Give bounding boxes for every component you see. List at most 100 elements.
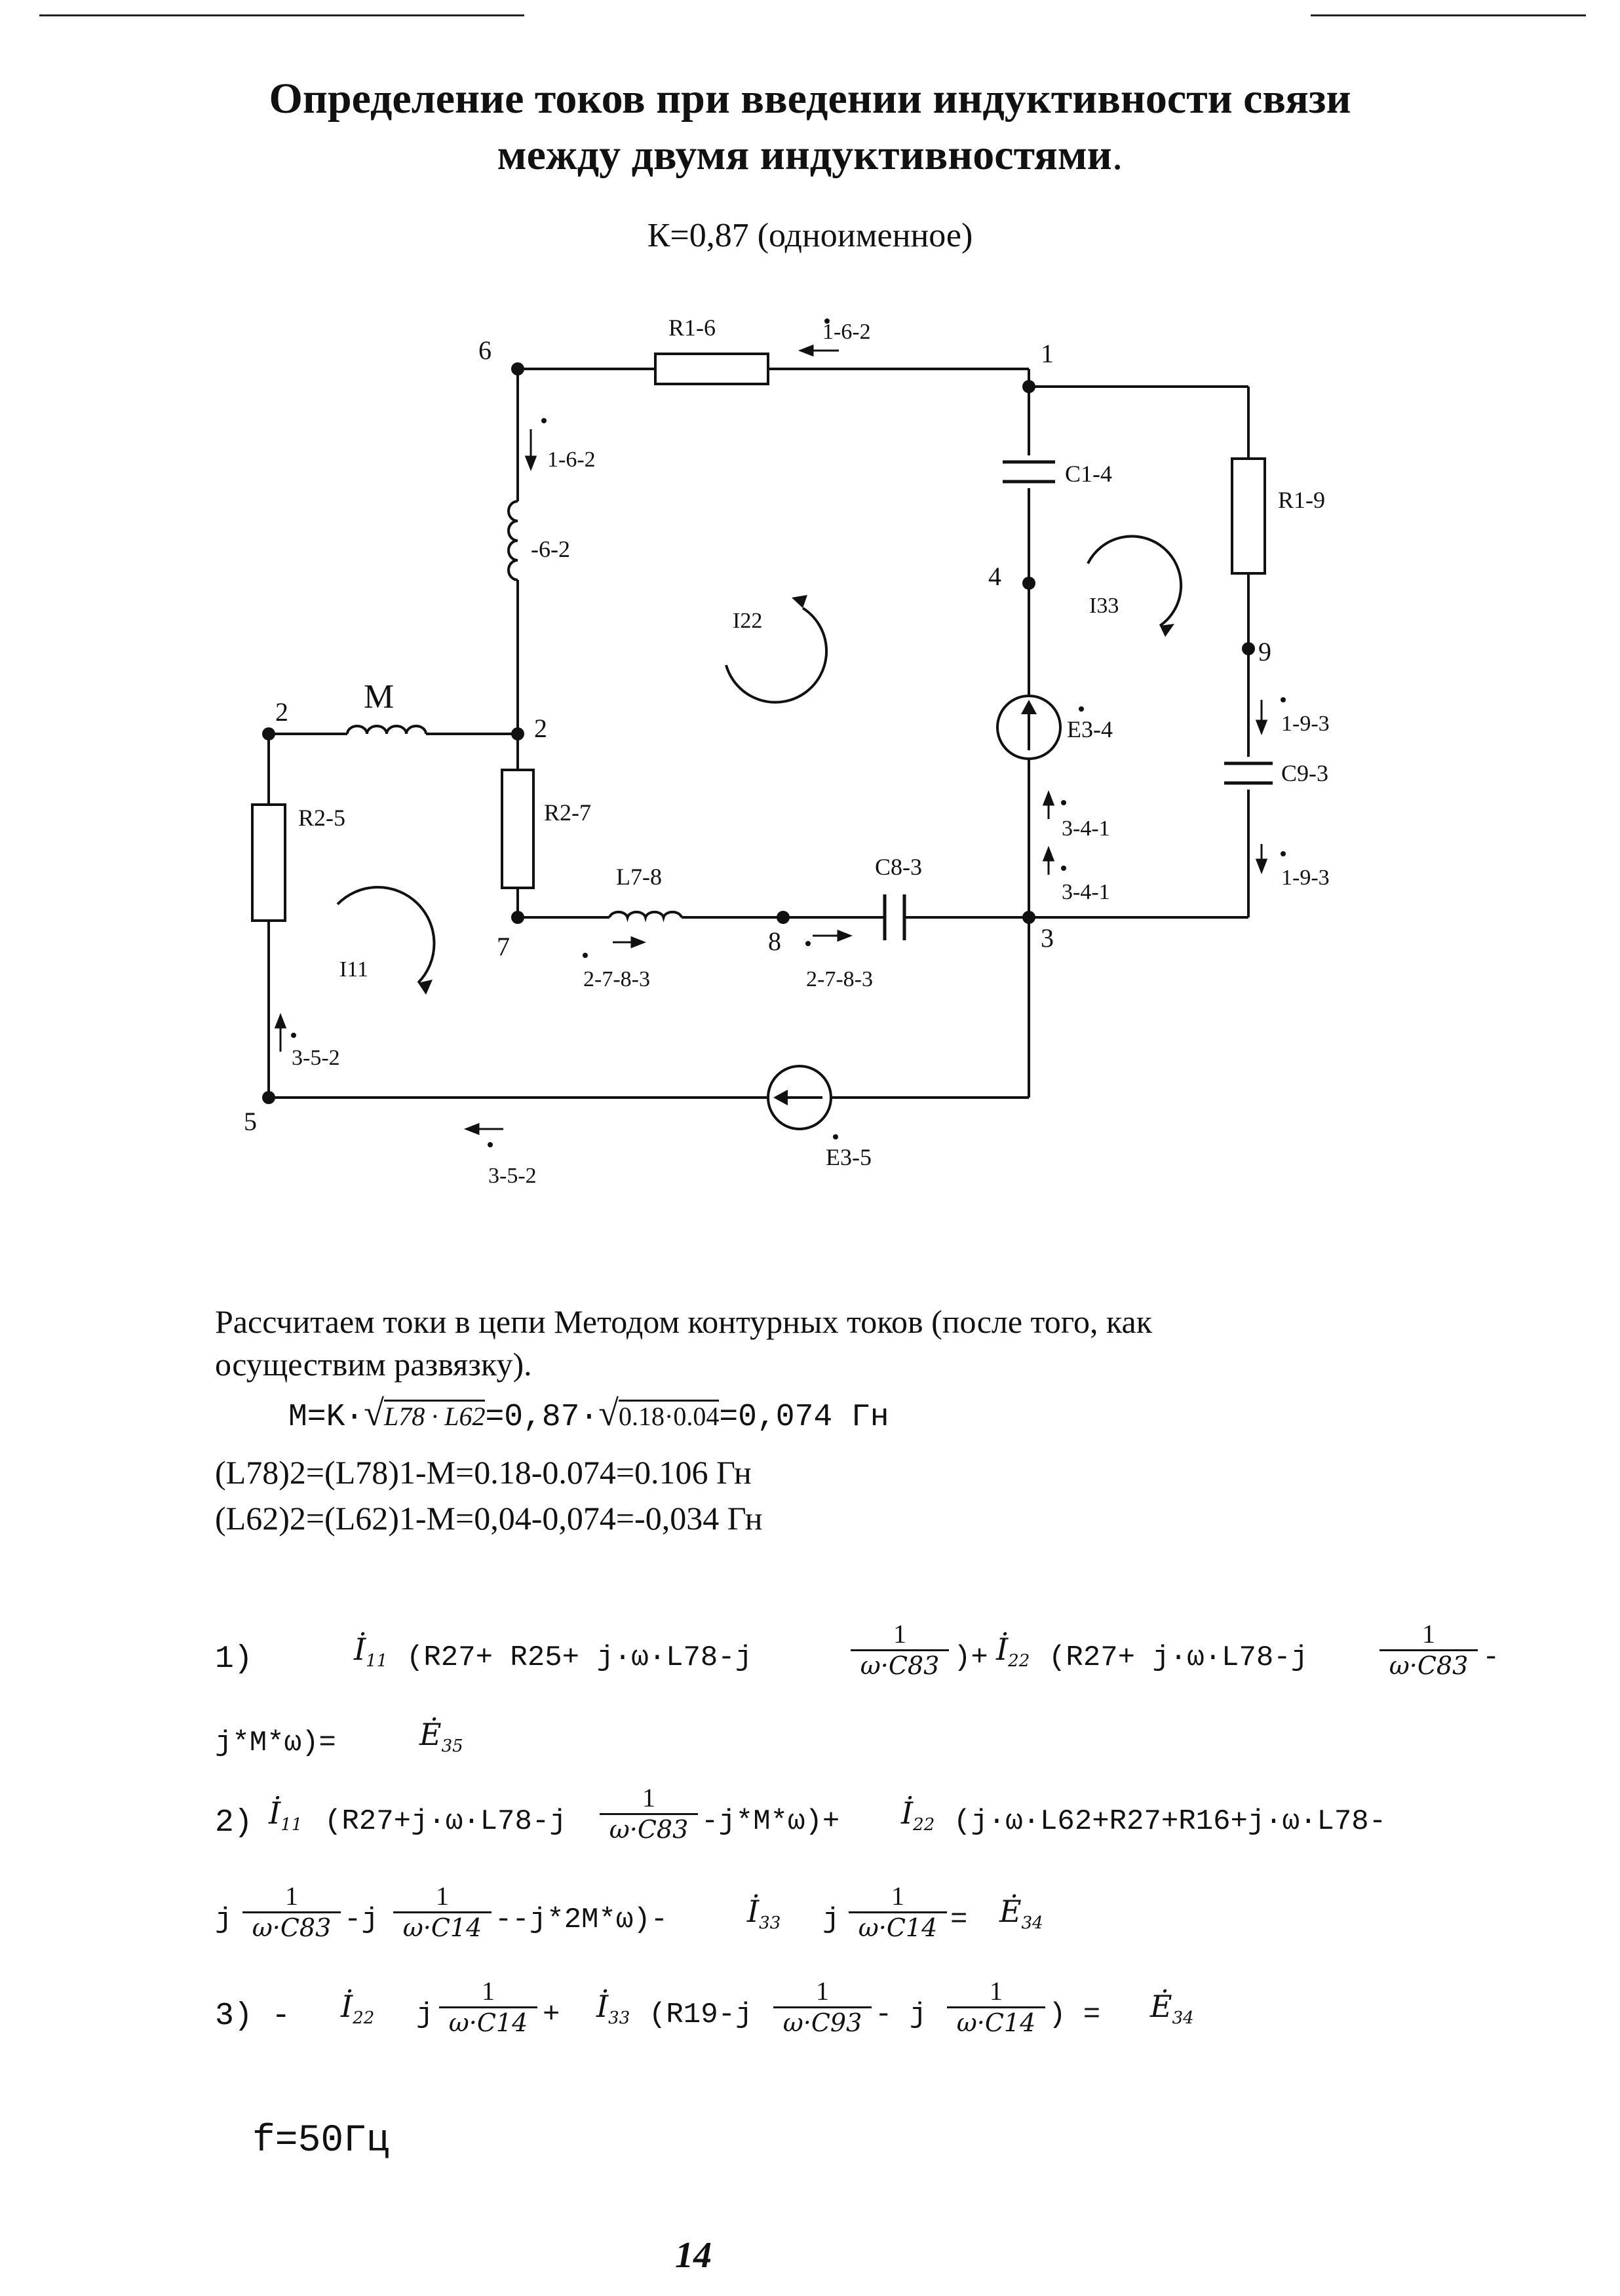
node-label-5: 5 [244, 1107, 257, 1136]
eq3-frac-1-den: ω·C14 [448, 2008, 528, 2037]
label-e35: E3-5 [826, 1144, 872, 1170]
eq3-i33: İ33 [596, 1989, 630, 2029]
label-c14: C1-4 [1065, 461, 1112, 487]
eq3-plus: + [543, 1999, 560, 2031]
eq1-frac-1-den: ω·C83 [860, 1651, 940, 1680]
capacitor-c14 [1003, 460, 1055, 484]
eq2-j-1: j [215, 1904, 233, 1936]
mutual-inductance-formula: M=K·√L78 · L62=0,87·√0.18·0.04=0,074 Гн [288, 1392, 889, 1435]
source-e34 [996, 695, 1062, 760]
source-e35 [767, 1065, 832, 1130]
node-dot-6 [511, 362, 524, 375]
node-label-2b: 2 [534, 714, 547, 743]
node-dot-8 [777, 911, 790, 924]
m-formula-sqrt1: L78 · L62 [383, 1400, 486, 1431]
current-label-I352: 3-5-2 [488, 1164, 537, 1188]
eq2-equals: = [950, 1904, 968, 1936]
title-line-2-text: между двумя индуктивностями [497, 131, 1112, 179]
node-dot-2b [511, 727, 524, 740]
label-l62: -6-2 [531, 536, 570, 562]
label-e34: E3-4 [1067, 716, 1113, 742]
current-label-i341b: 3-4-1 [1062, 880, 1110, 904]
eq3-frac-2-num: 1 [773, 1976, 872, 2008]
eq1-terms-1: (R27+ R25+ j·ω·L78-j [406, 1641, 753, 1674]
eq3-close-equals: ) = [1049, 1999, 1101, 2031]
eq2-frac-4: 1 ω·C14 [849, 1881, 947, 1942]
title-line-2: между двумя индуктивностями. [0, 127, 1620, 183]
label-r27: R2-7 [544, 799, 591, 826]
eq1-e35: Ė35 [419, 1717, 463, 1757]
eq3-frac-3: 1 ω·C14 [947, 1976, 1045, 2037]
eq3-frac-2: 1 ω·C93 [773, 1976, 872, 2037]
eq2-frac-3-num: 1 [393, 1881, 492, 1913]
eq3-i22: İ22 [341, 1989, 375, 2029]
label-r19: R1-9 [1278, 487, 1325, 513]
node-dot-7 [511, 911, 524, 924]
eq1-close-plus: )+ [954, 1641, 988, 1674]
current-label-i162-left: 1-6-2 [547, 448, 596, 472]
eq1-frac-2-num: 1 [1379, 1618, 1478, 1651]
method-paragraph-line-1: Рассчитаем токи в цепи Методом контурных… [215, 1303, 1153, 1340]
label-r16: R1-6 [668, 315, 716, 341]
resistor-r16 [654, 353, 769, 385]
sqrt-2: √ [598, 1393, 619, 1434]
equation-1-line-2: j*M*ω)= [215, 1727, 336, 1759]
current-label-i162-top: 1-6-2 [822, 320, 871, 344]
inductor-l78 [608, 910, 683, 923]
m-formula-left: M=K· [288, 1400, 364, 1435]
node-dot-1 [1022, 380, 1035, 393]
node-dot-4 [1022, 577, 1035, 590]
eq2-frac-4-num: 1 [849, 1881, 947, 1913]
eq2-frac-1-num: 1 [600, 1782, 698, 1815]
node-label-9: 9 [1258, 637, 1271, 666]
eq2-frac-3: 1 ω·C14 [393, 1881, 492, 1942]
loop-arrow-i11 [336, 886, 436, 984]
eq3-frac-1-num: 1 [439, 1976, 537, 2008]
equation-1-line-1: 1) [215, 1641, 253, 1677]
eq2-frac-2-num: 1 [242, 1881, 341, 1913]
eq3-frac-1: 1 ω·C14 [439, 1976, 537, 2037]
label-m: M [364, 678, 394, 716]
eq2-terms-3: (j·ω·L62+R27+R16+j·ω·L78- [954, 1805, 1387, 1838]
current-label-i341a: 3-4-1 [1062, 816, 1110, 841]
resistor-r25 [251, 803, 286, 922]
eq2-e34: Ė34 [999, 1894, 1043, 1934]
l78-line: (L78)2=(L78)1-M=0.18-0.074=0.106 Гн [215, 1454, 752, 1491]
loop-arrow-i33 [1087, 535, 1183, 627]
eq2-frac-3-den: ω·C14 [402, 1913, 482, 1942]
eq1-i11-sub: 11 [366, 1651, 388, 1672]
eq2-i22: İ22 [901, 1795, 935, 1835]
eq2-frac-1: 1 ω·C83 [600, 1782, 698, 1844]
title-dot: . [1111, 131, 1123, 179]
eq2-i33: İ33 [747, 1894, 781, 1934]
sqrt-1: √ [364, 1393, 384, 1434]
l62-line: (L62)2=(L62)1-M=0,04-0,074=-0,034 Гн [215, 1500, 763, 1537]
inductor-m [346, 725, 427, 735]
m-formula-mid: =0,87· [485, 1400, 599, 1435]
eq1-frac-1-num: 1 [851, 1618, 949, 1651]
current-label-I2783: 2-7-8-3 [806, 967, 873, 991]
node-dot-2a [262, 727, 275, 740]
eq2-frac-4-den: ω·C14 [858, 1913, 938, 1942]
resistor-r27 [501, 769, 535, 889]
title-line-1: Определение токов при введении индуктивн… [269, 75, 1351, 123]
frequency-note: f=50Гц [252, 2120, 389, 2162]
eq2-frac-1-den: ω·C83 [609, 1815, 689, 1844]
eq1-minus: - [1482, 1641, 1500, 1674]
top-rule-left [39, 14, 524, 16]
node-label-8: 8 [768, 927, 781, 956]
circuit-diagram: 6 1 4 9 2 2 7 8 3 5 R1-6 C1-4 R1-9 -6-2 … [244, 315, 1330, 1188]
inductor-l62 [507, 500, 518, 581]
loop-arrow-i22 [725, 607, 828, 704]
m-formula-right: =0,074 Гн [719, 1400, 889, 1435]
resistor-r19 [1231, 457, 1266, 575]
label-r25: R2-5 [298, 805, 345, 831]
eq1-i11: İ11 [354, 1632, 388, 1672]
page-number: 14 [675, 2235, 712, 2276]
eq1-i22: İ22 [996, 1632, 1030, 1672]
eq2-frac-2: 1 ω·C83 [242, 1881, 341, 1942]
eq1-number: 1) [215, 1641, 253, 1677]
eq2-terms-2: -j*M*ω)+ [701, 1805, 840, 1838]
eq3-e34: Ė34 [1150, 1989, 1194, 2029]
m-formula-sqrt2: 0.18·0.04 [619, 1400, 720, 1431]
